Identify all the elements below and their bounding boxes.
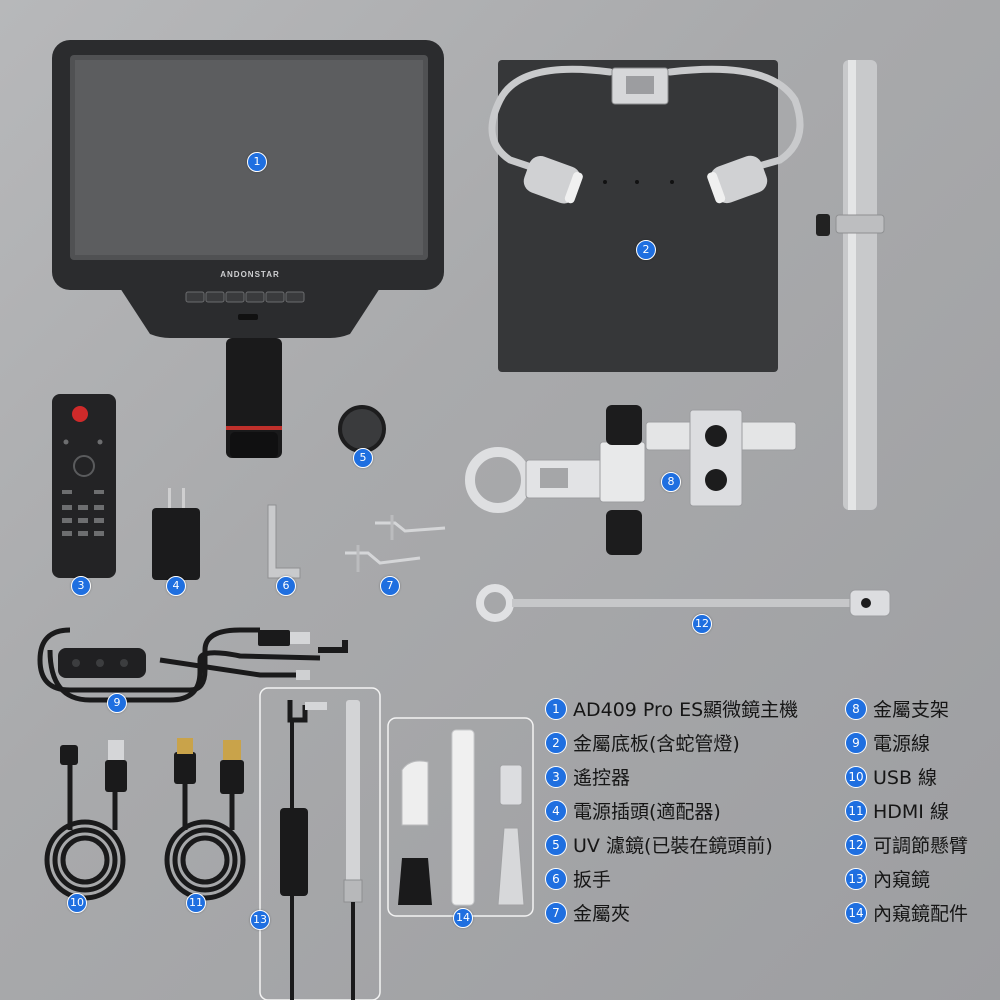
legend-number: 7: [545, 901, 567, 924]
legend-item-11: 11 HDMI 線: [845, 797, 949, 824]
badge-11: 11: [186, 893, 206, 913]
remote-product: [52, 394, 116, 578]
legend-label: 內窺鏡: [873, 869, 931, 891]
legend-item-14: 14 內窺鏡配件: [845, 899, 968, 926]
legend-label: 電源插頭(適配器): [573, 801, 721, 823]
legend-label: 扳手: [573, 869, 612, 891]
badge-6: 6: [276, 576, 296, 596]
legend-number: 14: [845, 901, 867, 924]
legend-number: 3: [545, 765, 567, 788]
legend-item-9: 9 電源線: [845, 729, 930, 756]
adjustable-arm-product: [476, 584, 891, 622]
legend-number: 5: [545, 833, 567, 856]
legend-number: 11: [845, 799, 867, 822]
usb-cable-product: [44, 740, 127, 901]
legend-number: 8: [845, 697, 867, 720]
badge-5: 5: [353, 448, 373, 468]
legend-label: AD409 Pro ES顯微鏡主機: [573, 699, 799, 721]
hdmi-cable-product: [164, 738, 246, 901]
legend-item-13: 13 內窺鏡: [845, 865, 930, 892]
endoscope-product: [259, 687, 381, 1000]
badge-8: 8: [661, 472, 681, 492]
legend-number: 6: [545, 867, 567, 890]
legend-label: 金屬夾: [573, 903, 631, 925]
metal-stand-product: [465, 405, 797, 555]
legend-label: UV 濾鏡(已裝在鏡頭前): [573, 835, 773, 857]
legend-number: 2: [545, 731, 567, 754]
uv-filter-product: [338, 405, 386, 453]
legend-label: 金屬底板(含蛇管燈): [573, 733, 740, 755]
badge-12: 12: [692, 614, 712, 634]
badge-4: 4: [166, 576, 186, 596]
legend-number: 9: [845, 731, 867, 754]
legend-item-10: 10 USB 線: [845, 763, 937, 790]
badge-13: 13: [250, 910, 270, 930]
clips-product: [345, 515, 446, 572]
badge-1: 1: [247, 152, 267, 172]
endoscope-accessories-product: [387, 717, 534, 917]
legend-number: 12: [845, 833, 867, 856]
legend-label: 可調節懸臂: [873, 835, 969, 857]
base-plate-product: [488, 60, 804, 372]
badge-14: 14: [453, 908, 473, 928]
monitor-product: [52, 40, 444, 458]
legend-label: 金屬支架: [873, 699, 950, 721]
pole-product: [816, 60, 885, 510]
legend-item-2: 2 金屬底板(含蛇管燈): [545, 729, 740, 756]
legend-number: 10: [845, 765, 867, 788]
power-cable-product: [37, 627, 348, 703]
legend-label: USB 線: [873, 767, 938, 789]
legend-number: 13: [845, 867, 867, 890]
legend-label: HDMI 線: [873, 801, 949, 823]
legend-item-3: 3 遙控器: [545, 763, 630, 790]
legend-label: 內窺鏡配件: [873, 903, 969, 925]
legend-item-5: 5 UV 濾鏡(已裝在鏡頭前): [545, 831, 773, 858]
badge-9: 9: [107, 693, 127, 713]
legend-item-6: 6 扳手: [545, 865, 611, 892]
legend-label: 遙控器: [573, 767, 631, 789]
legend-item-8: 8 金屬支架: [845, 695, 949, 722]
badge-7: 7: [380, 576, 400, 596]
brand-label: ANDONSTAR: [220, 270, 280, 279]
legend-number: 1: [545, 697, 567, 720]
legend-number: 4: [545, 799, 567, 822]
badge-3: 3: [71, 576, 91, 596]
wrench-product: [267, 504, 301, 579]
adapter-product: [152, 488, 200, 580]
legend-item-7: 7 金屬夾: [545, 899, 630, 926]
badge-10: 10: [67, 893, 87, 913]
legend-item-1: 1 AD409 Pro ES顯微鏡主機: [545, 695, 798, 722]
legend-item-12: 12 可調節懸臂: [845, 831, 968, 858]
badge-2: 2: [636, 240, 656, 260]
legend-item-4: 4 電源插頭(適配器): [545, 797, 721, 824]
legend-label: 電源線: [873, 733, 931, 755]
